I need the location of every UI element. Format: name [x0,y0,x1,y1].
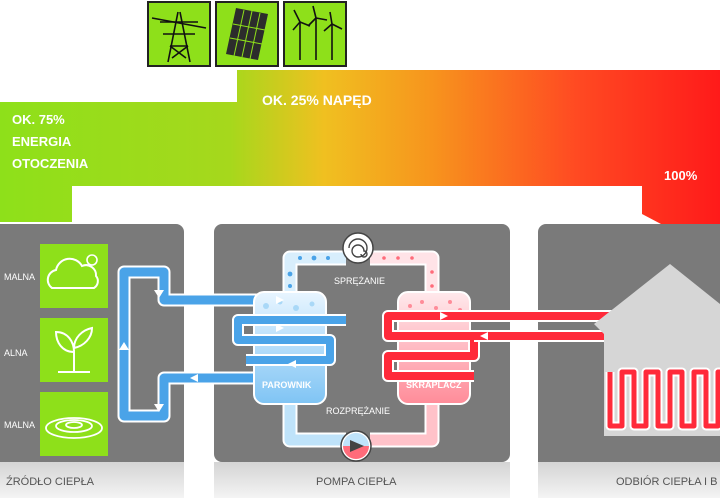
heat-pump-footer: POMPA CIEPŁA [316,476,397,488]
power-pylon-icon [147,1,211,67]
compression-label: SPRĘŻANIE [334,276,385,286]
expansion-label: ROZPRĘŻANIE [326,406,390,416]
drive-label: OK. 25% NAPĘD [262,92,372,108]
energy-flow-band [0,70,720,234]
evaporator-coil [232,314,346,366]
expansion-valve [340,430,372,462]
heat-source-footer: ŹRÓDŁO CIEPŁA [6,475,95,488]
refrigerant-bubbles [287,255,434,288]
drive-icons [147,1,347,67]
condenser-label: SKRAPLACZ [406,380,462,390]
evaporator-label: PAROWNIK [262,380,312,390]
source-tile-label-3: MALNA [4,420,35,430]
heat-receiver-footer: ODBIÓR CIEPŁA I B [616,475,717,488]
wind-turbine-icon [283,1,347,67]
source-tile-ground [40,318,108,382]
water-ripple-icon [45,417,103,439]
ambient-label-line-3: OTOCZENIA [12,156,89,171]
output-label: 100% [664,168,698,183]
compressor [342,232,374,264]
cloud-sun-icon [46,257,99,289]
solar-panel-icon [215,1,279,67]
seedling-icon [54,326,94,373]
radiator-coil [605,367,720,431]
source-tile-label-1: MALNA [4,272,35,282]
ambient-label-line-2: ENERGIA [12,134,72,149]
source-tile-air [40,244,108,308]
energy-flow-arrow [0,70,720,234]
flow-arrows [119,290,488,412]
source-tile-label-2: ALNA [4,348,28,358]
source-tile-water [40,392,108,456]
ambient-label-line-1: OK. 75% [12,112,65,127]
